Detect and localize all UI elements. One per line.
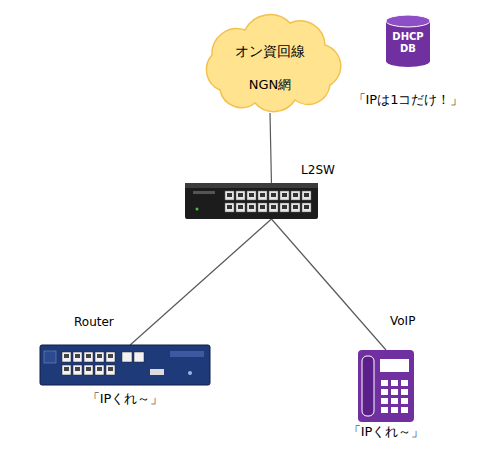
network-link	[271, 219, 386, 350]
device-label: VoIP	[390, 314, 430, 328]
speech-text: 「IPくれ～」	[326, 424, 446, 440]
switch-device	[185, 183, 318, 219]
phone-icon	[356, 350, 416, 422]
database-label: DHCP DB	[390, 31, 426, 54]
router-device	[40, 345, 210, 385]
speech-text: 「IPは1コだけ！」	[333, 92, 483, 108]
speech-text: 「IPくれ～」	[40, 391, 210, 407]
cloud-subtitle: NGN網	[190, 77, 350, 93]
network-cloud: オン資回線 NGN網	[190, 5, 350, 113]
device-label: Router	[74, 315, 134, 329]
cloud-title: オン資回線	[190, 43, 350, 60]
device-label: L2SW	[298, 163, 338, 177]
switch-node: L2SW	[185, 183, 318, 219]
network-link	[130, 219, 271, 345]
network-link	[270, 113, 271, 183]
database-node: DHCP DB「IPは1コだけ！」	[385, 14, 431, 68]
phone-node: VoIP「IPくれ～」	[356, 350, 416, 422]
router-node: Router「IPくれ～」	[40, 345, 210, 385]
